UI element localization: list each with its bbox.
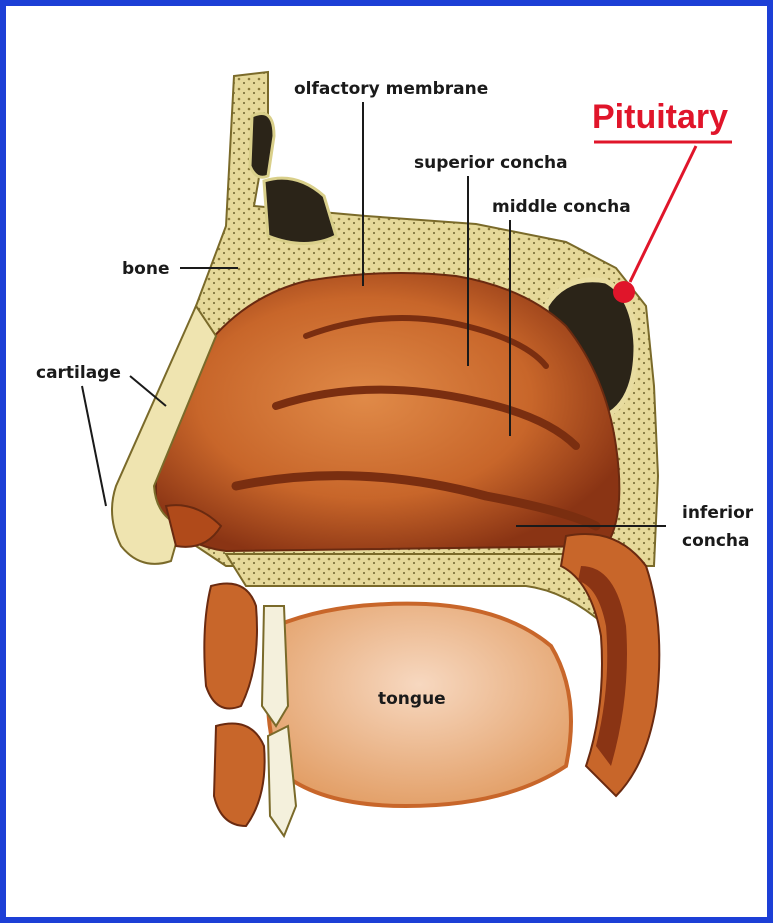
frontal-sinus <box>250 114 274 178</box>
frontal-sinus-lower <box>264 178 336 243</box>
label-tongue: tongue <box>378 689 446 709</box>
label-superior-concha: superior concha <box>414 153 568 173</box>
pituitary-leader <box>630 146 696 282</box>
label-middle-concha: middle concha <box>492 197 631 217</box>
pituitary-dot <box>613 281 635 303</box>
label-olfactory-membrane: olfactory membrane <box>294 79 488 99</box>
label-cartilage: cartilage <box>36 363 121 383</box>
upper-lip <box>204 584 257 709</box>
lower-lip <box>214 724 265 827</box>
label-bone: bone <box>122 259 169 279</box>
label-inferior-concha-2: concha <box>682 531 750 551</box>
label-pituitary: Pituitary <box>592 98 728 136</box>
nasal-cavity-diagram: olfactory membrane superior concha middl… <box>6 6 767 917</box>
label-inferior-concha-1: inferior <box>682 503 754 523</box>
